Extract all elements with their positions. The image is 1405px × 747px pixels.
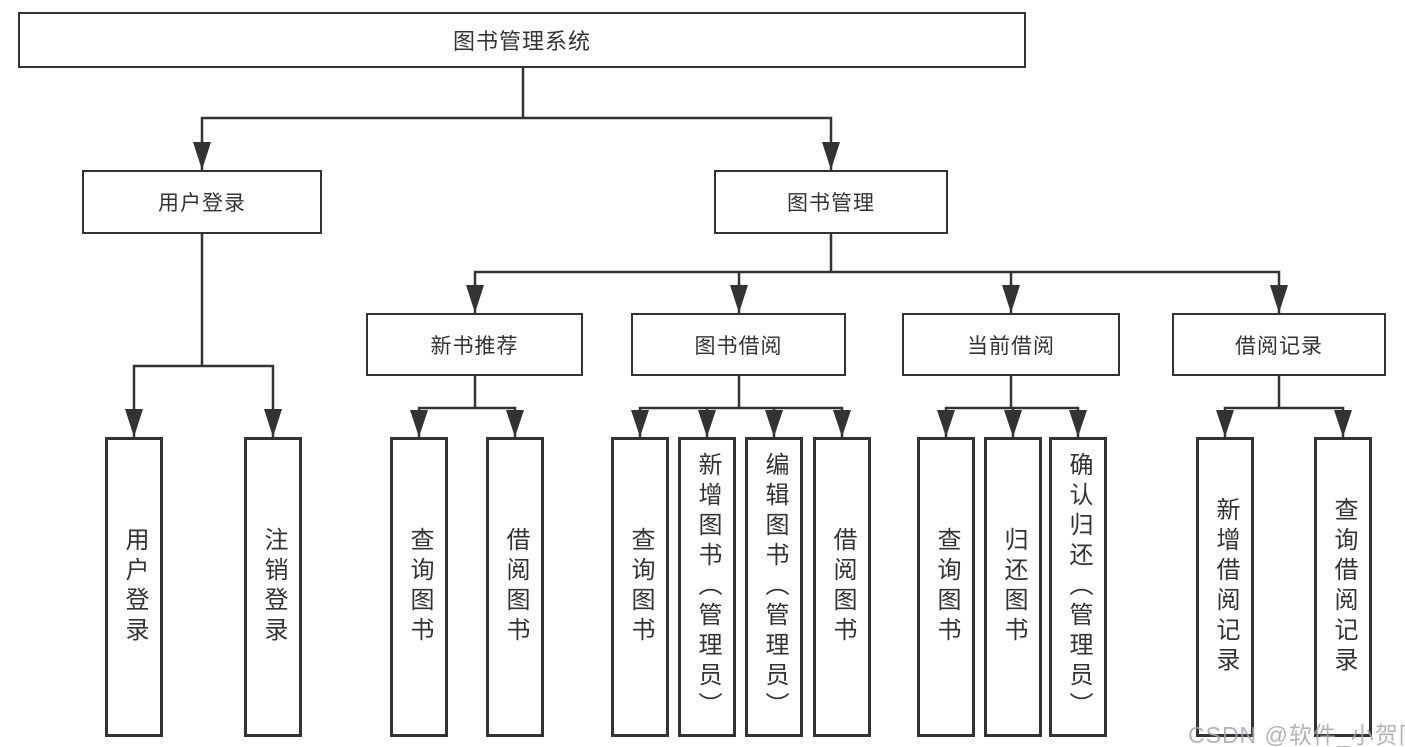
node-user-login-branch-label: 用户登录	[158, 192, 246, 215]
node-borrow-books-recommend: 借阅图书	[486, 437, 544, 737]
node-borrow-books-label: 借阅图书	[829, 527, 856, 647]
node-new-book-recommend-label: 新书推荐	[430, 334, 519, 358]
node-user-login: 用户登录	[105, 437, 163, 737]
node-user-login-label: 用户登录	[121, 527, 148, 647]
node-book-borrow-label: 图书借阅	[694, 334, 783, 358]
node-return-books: 归还图书	[984, 437, 1042, 737]
node-query-books-borrow: 查询图书	[611, 437, 669, 737]
node-add-book-admin-label: 新增图书（管理员）	[694, 452, 721, 722]
connector-new-book-recommend-branch	[410, 376, 524, 437]
node-return-books-label: 归还图书	[1000, 527, 1027, 647]
node-query-books-recommend: 查询图书	[390, 437, 448, 737]
node-book-management-label: 图书管理	[787, 192, 875, 215]
csdn-watermark: CSDN @软件_小贺同学	[1188, 722, 1405, 747]
node-confirm-return-admin-label: 确认归还（管理员）	[1065, 452, 1092, 722]
node-confirm-return-admin: 确认归还（管理员）	[1049, 437, 1107, 737]
connector-borrow-records-branch	[1216, 376, 1352, 437]
connector-user-login-branch	[125, 234, 282, 437]
node-user-login-branch: 用户登录	[82, 170, 322, 234]
node-logout-label: 注销登录	[260, 527, 287, 647]
node-edit-book-admin-label: 编辑图书（管理员）	[761, 452, 788, 722]
node-borrow-records-label: 借阅记录	[1235, 334, 1323, 358]
node-current-borrow: 当前借阅	[902, 313, 1120, 376]
connector-root-to-level2	[193, 68, 840, 170]
node-edit-book-admin: 编辑图书（管理员）	[745, 437, 803, 737]
node-root-label: 图书管理系统	[452, 29, 591, 54]
node-add-borrow-record-label: 新增借阅记录	[1212, 497, 1239, 677]
node-add-book-admin: 新增图书（管理员）	[678, 437, 736, 737]
node-query-borrow-record: 查询借阅记录	[1314, 437, 1372, 737]
node-add-borrow-record: 新增借阅记录	[1196, 437, 1254, 737]
connector-current-borrow-branch	[937, 376, 1087, 437]
node-current-borrow-label: 当前借阅	[967, 334, 1055, 358]
node-book-borrow: 图书借阅	[631, 313, 846, 376]
node-book-management: 图书管理	[714, 170, 948, 234]
node-query-borrow-record-label: 查询借阅记录	[1330, 497, 1357, 677]
node-borrow-books: 借阅图书	[813, 437, 871, 737]
node-query-books-recommend-label: 查询图书	[406, 527, 433, 647]
connector-book-management-branch	[466, 234, 1288, 313]
node-new-book-recommend: 新书推荐	[366, 313, 583, 376]
connector-book-borrow-branch	[631, 376, 851, 437]
node-borrow-books-recommend-label: 借阅图书	[502, 527, 529, 647]
node-root: 图书管理系统	[18, 12, 1026, 68]
node-query-books-current: 查询图书	[917, 437, 975, 737]
node-borrow-records: 借阅记录	[1172, 313, 1386, 376]
node-query-books-borrow-label: 查询图书	[627, 527, 654, 647]
node-query-books-current-label: 查询图书	[933, 527, 960, 647]
node-logout: 注销登录	[244, 437, 302, 737]
